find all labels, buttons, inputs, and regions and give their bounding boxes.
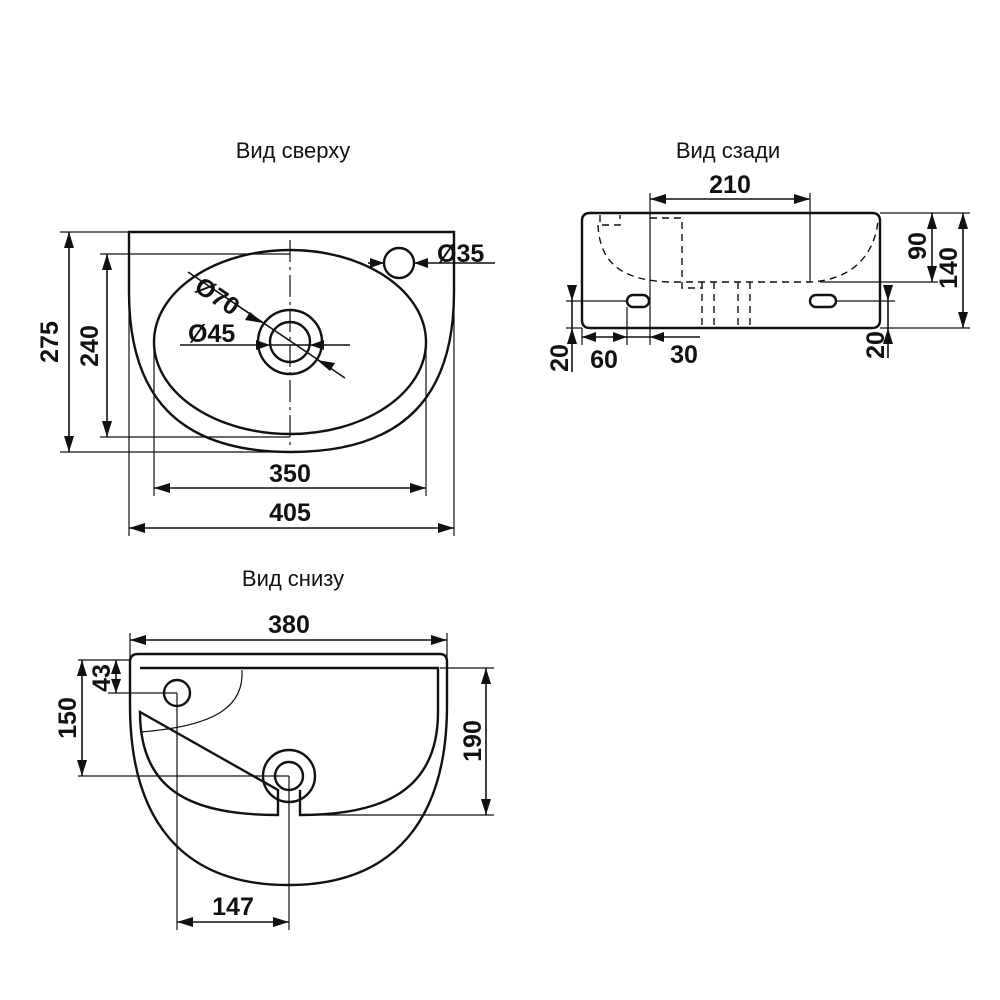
hidden-detail [650,217,702,289]
dim-label-43: 43 [88,664,116,692]
arrowhead [650,332,664,342]
dim-label-240: 240 [76,325,104,367]
arrowhead [256,340,270,350]
arrowhead [64,232,74,248]
arrowhead [64,436,74,452]
arrowhead [77,760,87,776]
arrowhead [883,328,893,344]
back-body-outline [580,211,882,330]
arrowhead [129,523,145,533]
dim-label-d35: Ø35 [437,240,484,268]
hidden-detail [599,215,621,226]
arrowhead [883,285,893,301]
arrowhead [177,917,193,927]
dim-label-210: 210 [709,171,751,199]
arrowhead [111,679,121,693]
arrowhead [310,340,324,350]
arrowhead [102,254,112,270]
bottom-inner-outline [138,666,440,817]
arrowhead [438,523,454,533]
back-view: Вид сзади 210 90 [546,138,970,374]
dim-label-405: 405 [269,499,311,527]
mount-hole-left [625,293,651,309]
top-view-title: Вид сверху [236,138,351,163]
arrowhead [958,213,968,229]
basin-outline-top [127,230,456,454]
dim-label-190: 190 [459,720,487,762]
dim-label-20-left: 20 [546,344,574,372]
internal-curve [139,669,243,733]
arrowhead [927,213,937,229]
dim-label-60: 60 [590,346,618,374]
dim-label-380: 380 [268,611,310,639]
arrowhead [927,266,937,282]
dim-label-350: 350 [269,460,311,488]
arrowhead [481,799,491,815]
arrowhead [273,917,289,927]
dim-label-d45: Ø45 [188,320,235,348]
top-view: Вид сверху 275 240 350 [36,138,495,536]
arrowhead [431,635,447,645]
hidden-bowl [597,219,879,283]
back-view-title: Вид сзади [676,138,780,163]
bottom-outer-outline [128,652,449,887]
arrowhead [77,660,87,676]
dim-label-275: 275 [36,321,64,363]
dim-label-90: 90 [904,232,932,260]
arrowhead [130,635,146,645]
dim-label-147: 147 [212,893,254,921]
mount-hole-right [808,293,838,309]
arrowhead [958,312,968,328]
arrowhead [317,360,335,371]
arrowhead [794,194,810,204]
arrowhead [414,258,428,268]
dim-label-150: 150 [54,697,82,739]
arrowhead [154,483,170,493]
arrowhead [245,312,263,323]
dim-label-20-right: 20 [862,331,890,359]
arrowhead [582,332,596,342]
bottom-view: Вид снизу 380 43 1 [54,566,494,930]
arrowhead [567,285,577,301]
arrowhead [410,483,426,493]
arrowhead [370,258,384,268]
arrowhead [102,421,112,437]
bottom-view-title: Вид снизу [242,566,344,591]
dim-label-30: 30 [670,341,698,369]
dim-label-140: 140 [935,247,963,289]
arrowhead [481,668,491,684]
arrowhead [613,332,627,342]
arrowhead [111,660,121,674]
arrowhead [650,194,666,204]
arrowhead [567,328,577,344]
tap-hole [382,246,416,280]
